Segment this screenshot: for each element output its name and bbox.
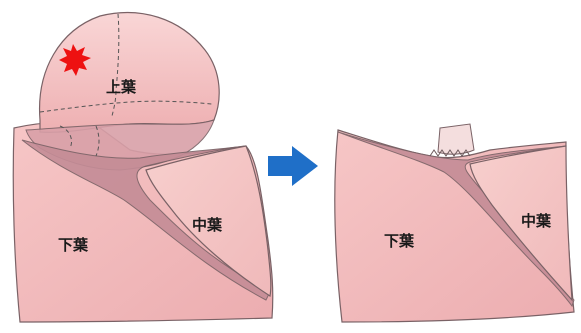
label-lower-lobe-after: 下葉 <box>384 232 415 250</box>
bronchial-stump <box>438 124 474 154</box>
label-lower-lobe-before: 下葉 <box>58 236 89 254</box>
label-middle-lobe-before: 中葉 <box>192 216 223 234</box>
lung-before-resection: 上葉 下葉 中葉 <box>13 13 273 322</box>
label-middle-lobe-after: 中葉 <box>521 212 552 230</box>
right-arrow-icon <box>268 146 318 186</box>
label-upper-lobe: 上葉 <box>106 78 137 96</box>
upper-lobe-before <box>40 13 220 133</box>
lung-after-resection: 下葉 中葉 <box>335 124 574 322</box>
